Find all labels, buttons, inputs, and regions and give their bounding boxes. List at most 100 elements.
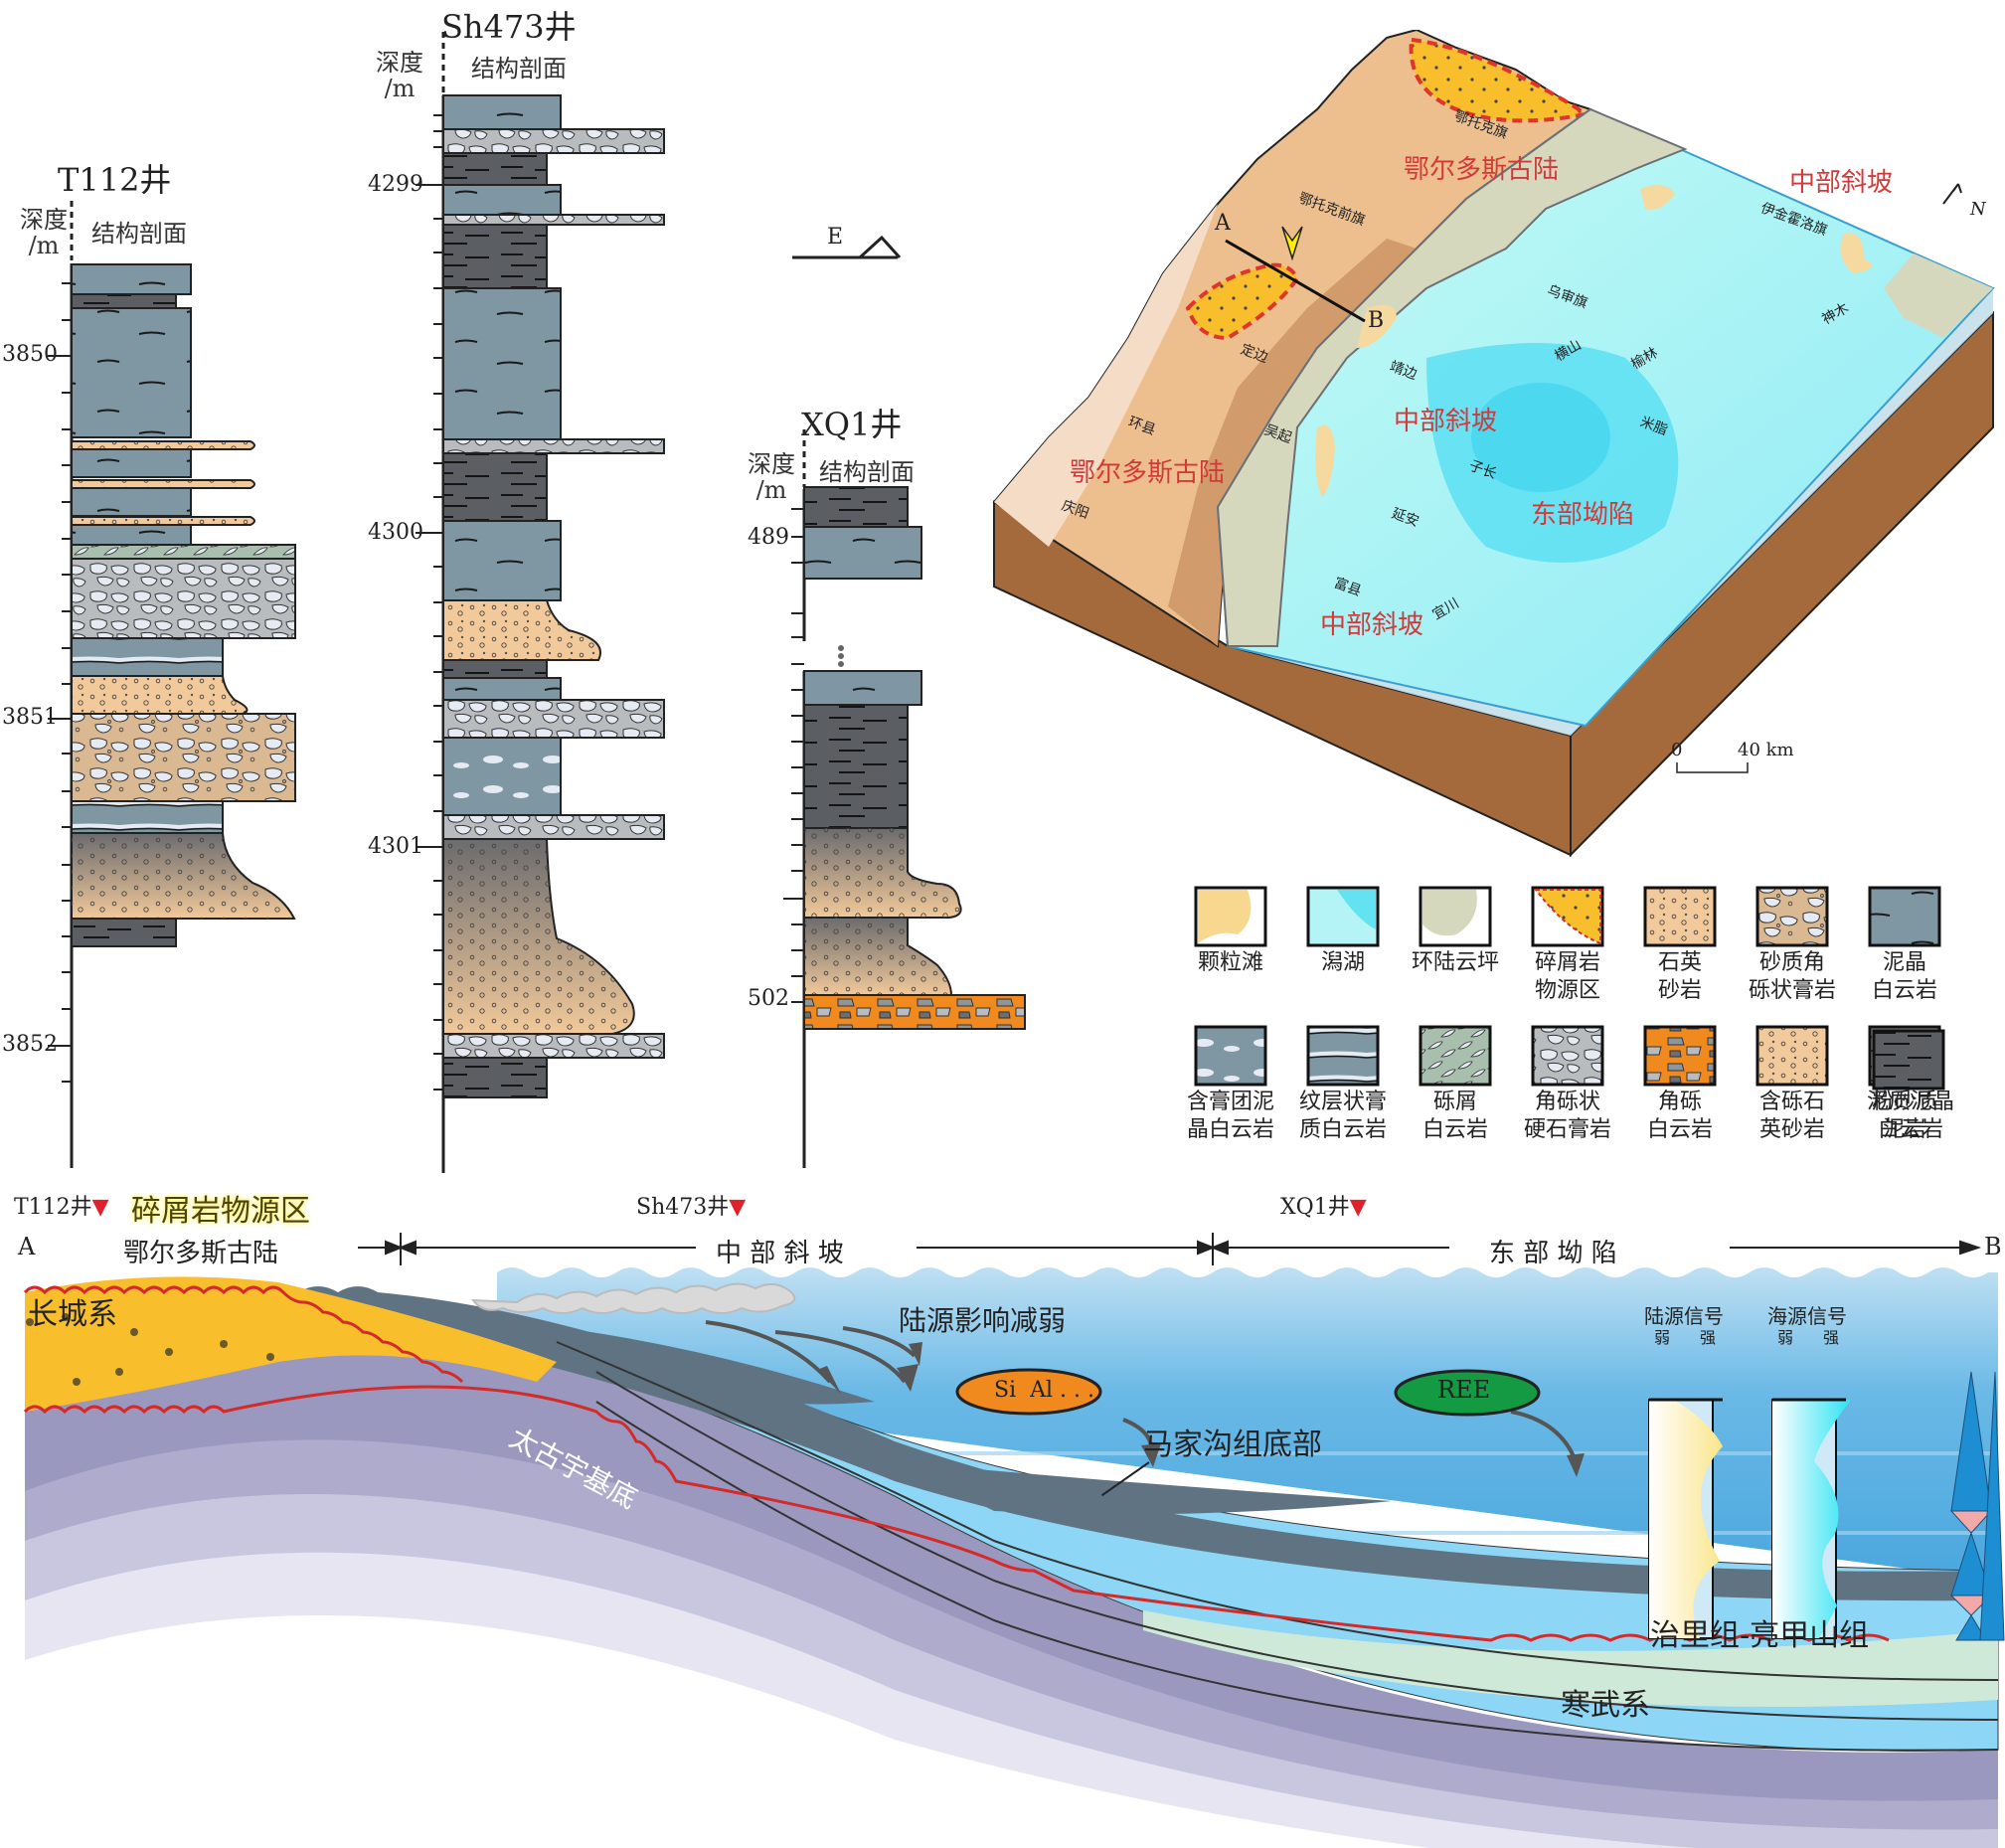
- legend-label: 潟湖: [1320, 950, 1365, 975]
- layer-breccia-dolomite: [803, 994, 1026, 1030]
- legend-label: 角砾 白云岩: [1646, 1090, 1713, 1142]
- layer-laminated-gypsum-dolomite: [71, 637, 224, 677]
- arrow-head-icon: [858, 235, 902, 259]
- well-title-sh473: Sh473井: [441, 8, 577, 46]
- depth-tick-4299: 4299: [368, 172, 423, 197]
- legend-label: 粉砂质 泥岩: [1871, 1090, 1937, 1142]
- layer-quartz-sandstone: [71, 516, 255, 526]
- legend-label: 含砾石 英砂岩: [1758, 1090, 1825, 1142]
- element-bubble-si-al: [955, 1368, 1102, 1416]
- section-point-b: B: [1368, 308, 1385, 333]
- paleoland-highland: [994, 204, 1218, 547]
- layer-micritic-dolomite: [442, 520, 562, 601]
- region-label-paleoland-south: 鄂尔多斯古陆: [1070, 458, 1226, 488]
- grain-shoal: [1357, 304, 1397, 348]
- water-layer-boundary: [895, 1531, 1998, 1535]
- unit-yeli-liangjiashan: 治里组-亮甲山组: [1650, 1618, 1870, 1653]
- well-marker-icon: ▼: [729, 1195, 747, 1220]
- layer-laminated-gypsum-dolomite: [71, 800, 224, 834]
- majiagou-tongue: [517, 1322, 875, 1405]
- swatch-breccia-dolomite: [1643, 1025, 1717, 1087]
- depression-core: [1471, 383, 1610, 492]
- well-title-t112: T112井: [58, 161, 172, 199]
- depth-tick-4301: 4301: [368, 834, 423, 859]
- north-label: N: [1970, 199, 1986, 220]
- clastic-source-south: [1185, 262, 1300, 341]
- bedding-lines: [556, 1341, 1999, 1752]
- source-area-label: 碎屑岩物源区: [131, 1194, 310, 1229]
- unconformity-line: [23, 1285, 464, 1384]
- orientation-arrow: [792, 235, 902, 259]
- region-label-eastern-depression: 东部坳陷: [1531, 500, 1635, 530]
- swatch-laminated-gypsum-dolomite: [1306, 1025, 1380, 1087]
- layer-quartz-sandstone: [442, 599, 601, 661]
- layer-micritic-dolomite: [71, 307, 192, 438]
- marine-signal-weak: 弱: [1777, 1328, 1794, 1347]
- north-arrow-icon: [1942, 183, 1962, 205]
- unit-changcheng: 长城系: [28, 1297, 117, 1332]
- grain-shoal: [1315, 424, 1335, 497]
- location-arrow-icon: [1281, 226, 1303, 261]
- marine-signal-title: 海源信号: [1767, 1304, 1847, 1328]
- dolomite-flat-area: [1216, 107, 1688, 647]
- scale-end: 40 km: [1738, 740, 1794, 760]
- water-layer-boundary: [497, 1451, 1998, 1455]
- zone-dividers: [358, 1233, 1982, 1265]
- layer-breccia-anhydrite: [71, 558, 296, 639]
- layer-pebbly-sandstone: [443, 839, 634, 1034]
- unit-majiagou-base: 马家沟组底部: [1143, 1428, 1322, 1462]
- orientation-label: E: [827, 225, 844, 250]
- depth-header-label: 深度: [376, 49, 423, 77]
- legend-label: 砂质角 砾状膏岩: [1748, 950, 1836, 1003]
- swatch-argillaceous-dolomite: [1872, 1029, 1945, 1091]
- depth-ticks: [783, 508, 804, 1003]
- scale-bar: [1676, 762, 1749, 773]
- well-marker-label: Sh473井: [636, 1195, 730, 1220]
- depth-tick-4300: 4300: [368, 520, 423, 545]
- terrigenous-weakening-label: 陆源影响减弱: [899, 1304, 1067, 1337]
- layer-pebbly-sandstone: [71, 675, 249, 715]
- paleoland-lowland: [1168, 239, 1417, 646]
- layer-micritic-dolomite: [71, 487, 192, 517]
- grain-shoal: [1840, 233, 1872, 273]
- well-marker-xq1: XQ1井▼: [1280, 1189, 1367, 1221]
- legend-label: 砾屑 白云岩: [1421, 1090, 1488, 1142]
- layer-argillaceous-dolomite: [442, 152, 548, 186]
- layer-breccia-anhydrite: [442, 1033, 665, 1059]
- layer-breccia-anhydrite: [442, 814, 665, 840]
- swatch-lagoon: [1306, 886, 1380, 947]
- swatch-quartz-sandstone: [1643, 886, 1717, 947]
- layer-breccia-anhydrite: [442, 699, 665, 739]
- depth-header-sh473: 深度 /m: [376, 50, 423, 101]
- cross-section: [23, 1267, 2005, 1848]
- section-line-ab: [1225, 239, 1366, 323]
- well-marker-t112: T112井▼: [14, 1189, 109, 1221]
- layer-micritic-dolomite: [803, 526, 922, 580]
- legend-label: 泥质泥晶 白云岩: [1866, 1090, 1954, 1142]
- terrigenous-signal-weak: 弱: [1654, 1328, 1671, 1347]
- depth-tick-3852: 3852: [2, 1032, 58, 1057]
- swatch-sandy-breccia-gypsum: [1755, 886, 1829, 947]
- depth-tick-3851: 3851: [2, 705, 58, 730]
- region-label-slope-central: 中部斜坡: [1394, 407, 1498, 436]
- well-marker-label: XQ1井: [1280, 1195, 1350, 1220]
- grain-shoal: [1640, 185, 1675, 210]
- layer-pebbly-sandstone: [72, 833, 294, 919]
- depth-tick-3850: 3850: [2, 342, 58, 367]
- depth-header-label: 深度: [20, 206, 68, 234]
- layer-quartz-sandstone: [71, 440, 255, 450]
- legend-label: 碎屑岩 物源区: [1534, 950, 1600, 1003]
- zone-eastern-depression: 东 部 坳 陷: [1489, 1239, 1617, 1268]
- section-start-a: A: [18, 1233, 36, 1260]
- marine-signal-curve: [1772, 1400, 1851, 1638]
- layer-micritic-dolomite: [442, 184, 562, 216]
- paleogeographic-block-map: [992, 30, 1995, 858]
- layer-micritic-dolomite: [442, 677, 562, 701]
- depth-header-unit: /m: [384, 75, 416, 102]
- well-marker-label: T112井: [14, 1195, 92, 1220]
- changcheng-strata: [25, 1276, 557, 1412]
- legend-label: 纹层状膏 质白云岩: [1298, 1090, 1387, 1142]
- swatch-gypsum-nodule-dolomite: [1194, 1025, 1267, 1087]
- dolomite-flat-east: [1884, 253, 1993, 338]
- column-header-t112: 结构剖面: [91, 220, 187, 248]
